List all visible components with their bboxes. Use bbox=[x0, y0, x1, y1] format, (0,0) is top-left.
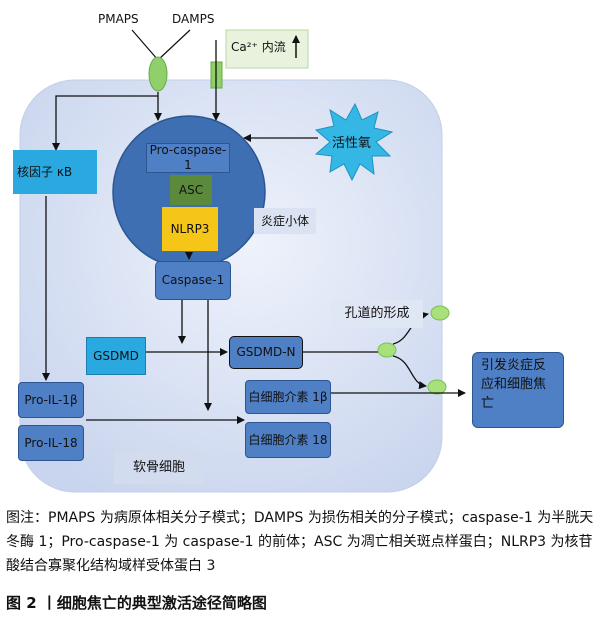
damps-line bbox=[157, 29, 191, 61]
pore-oval bbox=[377, 342, 397, 358]
pore-to-top-curve bbox=[392, 311, 429, 345]
calcium-label: Ca²⁺ 内流 bbox=[231, 40, 286, 54]
pore-oval-top bbox=[430, 305, 450, 321]
pro-il18-box: Pro-IL-18 bbox=[18, 425, 84, 461]
nlrp3-box: NLRP3 bbox=[162, 207, 218, 251]
il18-box: 白细胞介素 18 bbox=[245, 422, 331, 458]
pore-formation-label: 孔道的形成 bbox=[331, 300, 423, 328]
inflammasome-label: 炎症小体 bbox=[254, 208, 316, 234]
ros-label: 活性氧 bbox=[332, 136, 372, 151]
pro-caspase1-box: Pro-caspase-1 bbox=[146, 143, 230, 173]
asc-box: ASC bbox=[170, 175, 212, 205]
figure-caption: 图注：PMAPS 为病原体相关分子模式；DAMPS 为损伤相关的分子模式；cas… bbox=[6, 506, 596, 578]
gsdmd-box: GSDMD bbox=[86, 337, 146, 375]
damps-label: DAMPS bbox=[172, 12, 215, 26]
pmaps-line bbox=[131, 29, 159, 61]
il1b-box: 白细胞介素 1β bbox=[245, 380, 331, 414]
ros-star bbox=[314, 102, 394, 182]
caspase1-box: Caspase-1 bbox=[155, 261, 231, 300]
nfkb-box: 核因子 κB bbox=[13, 150, 97, 194]
pattern-receptor bbox=[148, 56, 168, 92]
pyroptosis-diagram: PMAPS DAMPS Ca²⁺ 内流 核因子 κB 活性氧 Pro-caspa… bbox=[13, 12, 564, 493]
gsdmd-n-box: GSDMD-N bbox=[229, 336, 303, 369]
pro-il1b-box: Pro-IL-1β bbox=[18, 382, 84, 418]
pore-to-right-curve bbox=[392, 355, 427, 390]
caption-note: 图注：PMAPS 为病原体相关分子模式；DAMPS 为损伤相关的分子模式；cas… bbox=[6, 510, 594, 574]
pmaps-label: PMAPS bbox=[98, 12, 139, 26]
receptor-to-nfkb bbox=[52, 95, 158, 151]
pore-oval-right bbox=[427, 379, 447, 395]
outcome-box: 引发炎症反应和细胞焦亡 bbox=[472, 352, 564, 428]
figure-title: 图 2 丨细胞焦亡的典型激活途径简略图 bbox=[6, 594, 267, 612]
cartilage-cell-label: 软骨细胞 bbox=[114, 452, 204, 484]
diagram-canvas bbox=[19, 29, 466, 493]
